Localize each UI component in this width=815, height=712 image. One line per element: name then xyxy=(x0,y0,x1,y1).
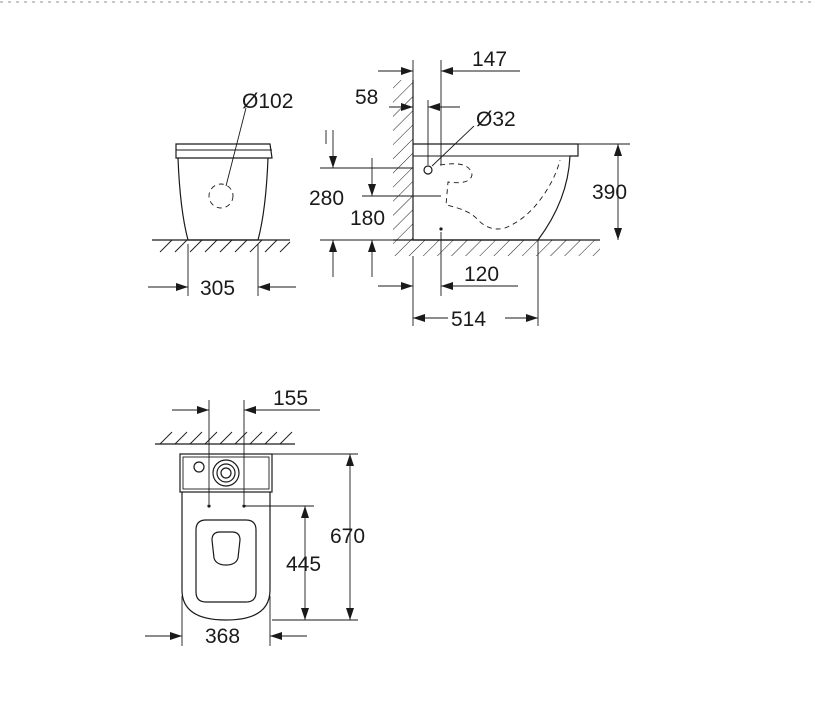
outlet-diameter-label: Ø102 xyxy=(242,90,293,113)
bowl-outline xyxy=(413,143,579,241)
wall-hatch xyxy=(393,80,413,240)
dim-155-label: 155 xyxy=(273,387,308,410)
dim-280-label: 280 xyxy=(309,187,344,210)
bowl-opening xyxy=(211,531,241,566)
pipe-connection xyxy=(423,165,433,175)
dim-368-label: 368 xyxy=(205,625,240,648)
top-view: 155 670 445 368 xyxy=(145,387,365,648)
fixing-point xyxy=(207,504,211,508)
flush-button-small xyxy=(193,461,205,473)
front-view: Ø32 147 58 280 180 xyxy=(309,48,630,331)
dim-390-label: 390 xyxy=(592,181,627,204)
dim-670-label: 670 xyxy=(330,525,365,548)
dim-514-label: 514 xyxy=(451,308,486,331)
dim-147-label: 147 xyxy=(472,48,507,71)
trap-outline xyxy=(439,159,561,230)
side-view: Ø102 305 xyxy=(148,90,296,300)
front-floor-hatch xyxy=(393,240,600,256)
dim-120-label: 120 xyxy=(464,263,499,286)
flush-button-large xyxy=(212,459,240,487)
top-wall-hatch xyxy=(159,431,293,445)
outlet-leader xyxy=(225,107,247,187)
top-bowl-outline xyxy=(181,492,271,621)
pipe-diameter-label: Ø32 xyxy=(476,108,516,131)
floor-marker xyxy=(439,227,443,231)
dim-180-label: 180 xyxy=(350,207,385,230)
dim-58-label: 58 xyxy=(355,86,378,109)
side-floor-hatch xyxy=(159,239,291,253)
dim-445-label: 445 xyxy=(286,553,321,576)
seat-opening xyxy=(195,519,257,603)
side-body xyxy=(177,157,269,241)
side-width-label: 305 xyxy=(200,277,235,300)
outlet-circle xyxy=(208,183,234,209)
side-lid xyxy=(175,143,273,159)
pipe-leader xyxy=(431,125,475,167)
cistern-top xyxy=(179,453,273,493)
